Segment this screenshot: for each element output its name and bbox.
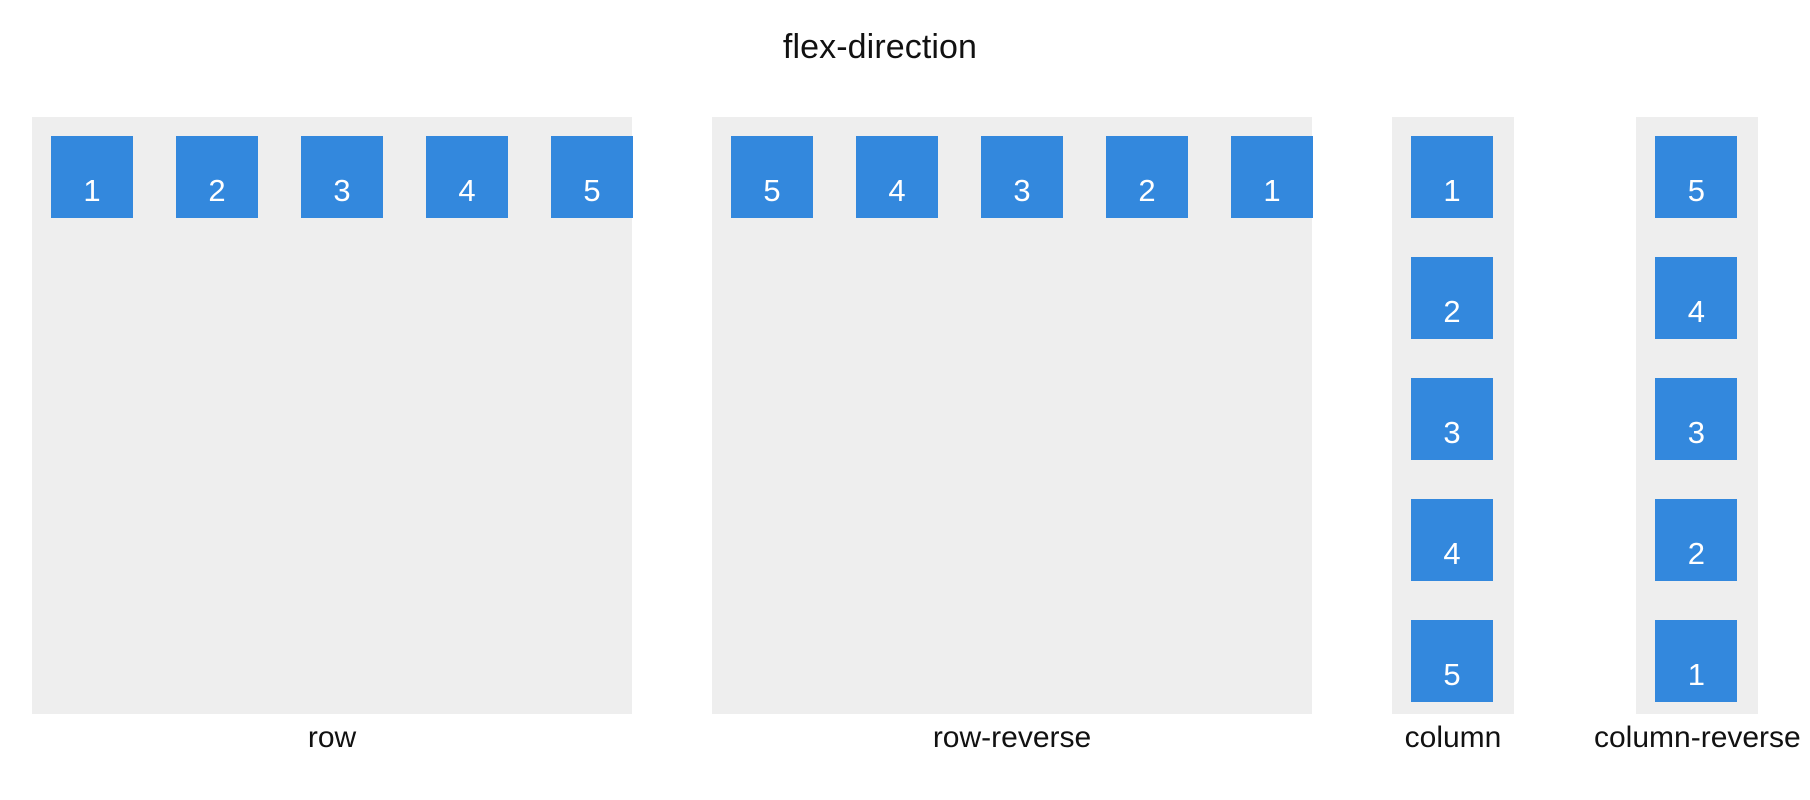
flex-item: 4 [856,136,938,218]
demo-row: 1 2 3 4 5 row 5 4 3 2 1 row-reverse 1 2 [32,117,1801,755]
flex-container-row: 1 2 3 4 5 [32,117,633,714]
flex-item: 5 [1411,620,1493,702]
demo-column-direction: 1 2 3 4 5 column [1392,117,1514,755]
flex-item: 1 [1231,136,1313,218]
flex-item: 5 [1655,136,1738,218]
flex-item: 5 [551,136,633,218]
flex-item: 2 [1106,136,1188,218]
flex-container-column-reverse: 5 4 3 2 1 [1636,117,1759,714]
flex-item: 3 [1411,378,1493,460]
flex-container-column: 1 2 3 4 5 [1392,117,1514,714]
flex-item: 1 [1411,136,1493,218]
demo-caption: row-reverse [932,721,1092,754]
flex-item: 2 [1655,499,1738,581]
flex-item: 4 [426,136,508,218]
flex-item: 5 [731,136,813,218]
flex-item: 2 [1411,257,1493,339]
flex-item: 4 [1655,257,1738,339]
flex-item: 3 [301,136,383,218]
flex-item: 3 [1655,378,1738,460]
flex-item: 1 [1655,620,1738,702]
demo-caption: column-reverse [1594,721,1801,754]
demo-caption: row [307,721,357,754]
flex-item: 3 [981,136,1063,218]
page-title-text: flex-direction [782,28,978,66]
flex-item: 4 [1411,499,1493,581]
flex-item: 1 [51,136,133,218]
demo-row-reverse-direction: 5 4 3 2 1 row-reverse [712,117,1313,755]
flex-item: 2 [176,136,258,218]
demo-row-direction: 1 2 3 4 5 row [32,117,633,755]
demo-column-reverse-direction: 5 4 3 2 1 column-reverse [1594,117,1801,755]
page-title: flex-direction [0,28,1810,67]
demo-caption: column [1404,721,1502,754]
flex-container-row-reverse: 5 4 3 2 1 [712,117,1313,714]
